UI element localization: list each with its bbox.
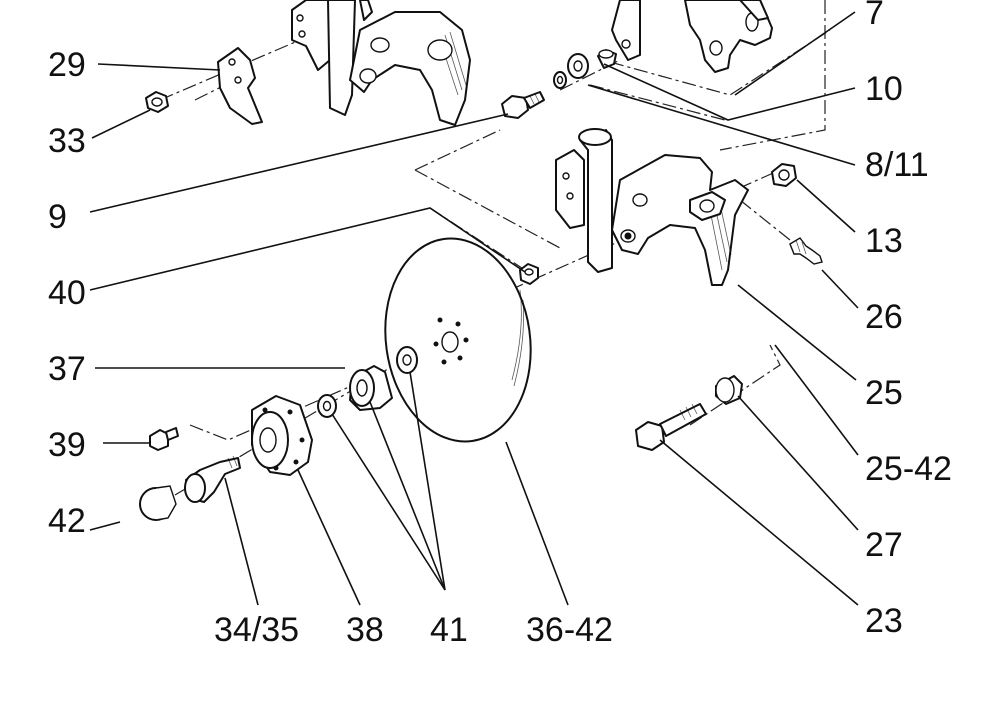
callout-26: 26 [865, 298, 903, 336]
callout-38: 38 [346, 611, 384, 649]
callout-42: 42 [48, 502, 86, 540]
part-13-nut [771, 163, 797, 187]
part-33-nut [145, 91, 169, 113]
part-23-bolt [635, 403, 707, 451]
part-41-spacers [317, 346, 418, 418]
callout-13: 13 [865, 222, 903, 260]
upper-left-bracket [217, 0, 471, 126]
middle-bracket-assembly [555, 128, 749, 286]
part-36-42-disc [384, 237, 532, 443]
callout-34-35: 34/35 [214, 611, 299, 649]
part-39-bolt [149, 427, 179, 451]
part-27-bushing [715, 375, 743, 405]
part-34-35-axle [184, 455, 241, 503]
callout-25-42: 25-42 [865, 450, 952, 488]
callout-8-11: 8/11 [865, 146, 929, 184]
callout-39: 39 [48, 426, 86, 464]
part-26-grease-nipple [789, 237, 823, 265]
callout-40: 40 [48, 274, 86, 312]
callout-25: 25 [865, 374, 903, 412]
callout-37: 37 [48, 350, 86, 388]
callout-33: 33 [48, 122, 86, 160]
callout-27: 27 [865, 526, 903, 564]
part-40-nut [519, 263, 539, 285]
callout-41: 41 [430, 611, 468, 649]
callout-10: 10 [865, 70, 903, 108]
callout-labels: 29 33 9 40 37 39 42 7 10 8/11 13 26 25 2… [48, 0, 952, 649]
part-38-hub [251, 395, 313, 476]
part-8-11-washers [553, 53, 589, 89]
callout-29: 29 [48, 46, 86, 84]
upper-right-bracket [611, 0, 773, 73]
part-42-cap [139, 485, 177, 521]
part-10-bushing [597, 49, 617, 69]
callout-23: 23 [865, 602, 903, 640]
part-9-bolt [501, 91, 545, 119]
callout-9: 9 [48, 198, 67, 236]
callout-7: 7 [865, 0, 884, 32]
leader-lines [89, 11, 859, 606]
callout-36-42: 36-42 [526, 611, 613, 649]
